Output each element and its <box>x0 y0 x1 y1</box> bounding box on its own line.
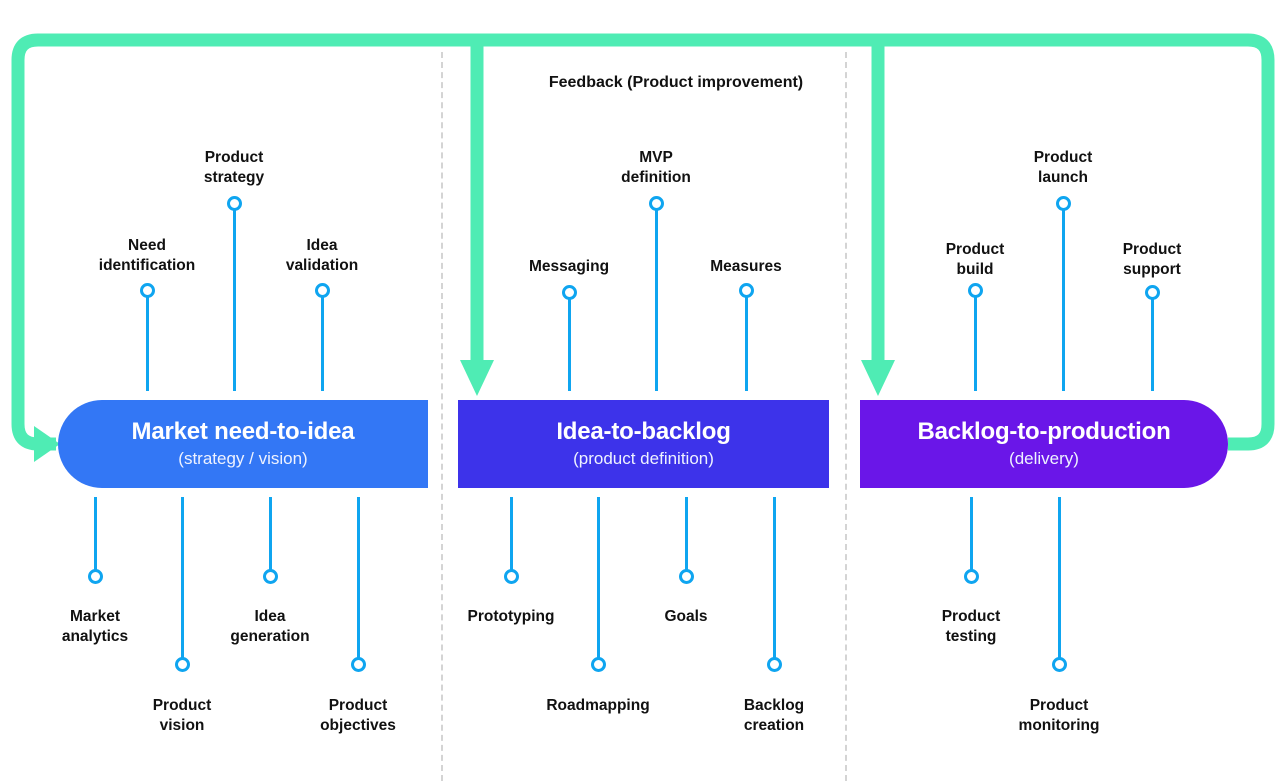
connector-node-dot[interactable] <box>648 195 664 211</box>
column-separator-1 <box>441 52 443 781</box>
connector-node-dot[interactable] <box>967 282 983 298</box>
connector-node-dot[interactable] <box>87 568 103 584</box>
connector-node-dot[interactable] <box>174 656 190 672</box>
connector-node-dot[interactable] <box>503 568 519 584</box>
connector-node-dot[interactable] <box>1055 195 1071 211</box>
node-label-product-testing: Product testing <box>941 608 1001 646</box>
node-label-need-identification: Need identification <box>98 237 196 275</box>
connector-stem <box>232 210 236 391</box>
connector-node-dot[interactable] <box>590 656 606 672</box>
phase-bar-market-need-to-idea[interactable]: Market need-to-idea (strategy / vision) <box>58 400 428 488</box>
connector-node-dot[interactable] <box>262 568 278 584</box>
connector-node-dot[interactable] <box>350 656 366 672</box>
node-label-product-strategy: Product strategy <box>203 149 265 187</box>
connector-node-dot[interactable] <box>561 284 577 300</box>
phase-title: Market need-to-idea <box>131 418 355 446</box>
node-label-prototyping: Prototyping <box>467 608 555 625</box>
connector-stem <box>145 297 149 391</box>
phase-bar-idea-to-backlog[interactable]: Idea-to-backlog (product definition) <box>458 400 829 488</box>
node-label-product-support: Product support <box>1122 241 1182 279</box>
node-label-market-analytics: Market analytics <box>61 608 129 646</box>
node-label-idea-validation: Idea validation <box>285 237 359 275</box>
node-label-backlog-creation: Backlog creation <box>743 697 805 735</box>
connector-stem <box>180 497 184 665</box>
phase-subtitle: (product definition) <box>573 448 714 468</box>
node-label-goals: Goals <box>664 608 708 625</box>
connector-stem <box>509 497 513 577</box>
node-label-mvp-definition: MVP definition <box>621 149 691 187</box>
node-label-product-build: Product build <box>945 241 1005 279</box>
connector-stem <box>93 497 97 577</box>
connector-node-dot[interactable] <box>1144 284 1160 300</box>
connector-node-dot[interactable] <box>1051 656 1067 672</box>
connector-stem <box>772 497 776 665</box>
connector-stem <box>969 497 973 577</box>
connector-node-dot[interactable] <box>963 568 979 584</box>
connector-node-dot[interactable] <box>226 195 242 211</box>
connector-node-dot[interactable] <box>678 568 694 584</box>
node-label-measures: Measures <box>710 258 782 275</box>
connector-stem <box>684 497 688 577</box>
phase-subtitle: (strategy / vision) <box>178 448 308 468</box>
node-label-product-objectives: Product objectives <box>320 697 396 735</box>
connector-node-dot[interactable] <box>139 282 155 298</box>
connector-stem <box>744 297 748 391</box>
connector-node-dot[interactable] <box>766 656 782 672</box>
phase-title: Backlog-to-production <box>917 418 1171 446</box>
connector-node-dot[interactable] <box>738 282 754 298</box>
connector-stem <box>1061 210 1065 391</box>
feedback-caption: Feedback (Product improvement) <box>548 74 804 91</box>
connector-stem <box>567 299 571 391</box>
connector-stem <box>973 297 977 391</box>
column-separator-2 <box>845 52 847 781</box>
connector-stem <box>1150 299 1154 391</box>
phase-bar-backlog-to-production[interactable]: Backlog-to-production (delivery) <box>860 400 1228 488</box>
node-label-product-monitoring: Product monitoring <box>1018 697 1100 735</box>
node-label-roadmapping: Roadmapping <box>546 697 650 714</box>
connector-stem <box>268 497 272 577</box>
connector-stem <box>1057 497 1061 665</box>
connector-stem <box>596 497 600 665</box>
node-label-idea-generation: Idea generation <box>230 608 310 646</box>
node-label-product-vision: Product vision <box>152 697 212 735</box>
node-label-product-launch: Product launch <box>1033 149 1093 187</box>
node-label-messaging: Messaging <box>528 258 610 275</box>
phase-title: Idea-to-backlog <box>556 418 731 446</box>
connector-stem <box>654 210 658 391</box>
phase-subtitle: (delivery) <box>1009 448 1079 468</box>
connector-node-dot[interactable] <box>314 282 330 298</box>
connector-stem <box>356 497 360 665</box>
connector-stem <box>320 297 324 391</box>
